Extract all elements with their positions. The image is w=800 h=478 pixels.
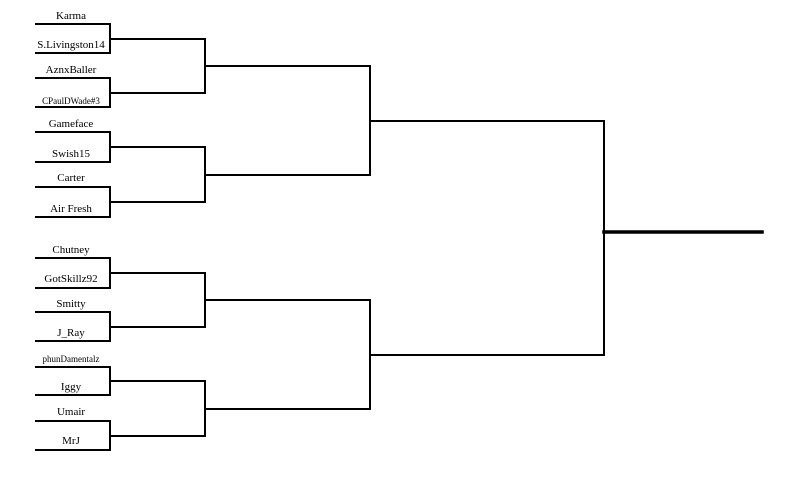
- entrant-12-label: J_Ray: [57, 327, 85, 339]
- entrant-8-label: Air Fresh: [50, 203, 92, 215]
- entrant-5-label: Gameface: [48, 118, 94, 130]
- entrant-16-label: MrJ: [62, 435, 80, 447]
- entrant-14-label: Iggy: [60, 381, 82, 393]
- entrant-3-label: AznxBaller: [45, 64, 97, 76]
- entrant-1-label: Karma: [56, 10, 86, 22]
- entrant-13-label: phunDamentalz: [42, 354, 100, 364]
- entrant-2-label: S.Livingston14: [37, 39, 105, 51]
- entrant-9-label: Chutney: [52, 244, 90, 256]
- entrant-7-label: Carter: [57, 172, 85, 184]
- entrant-10-label: GotSkillz92: [44, 273, 98, 285]
- entrant-6-label: Swish15: [52, 148, 90, 160]
- entrant-4-label: CPaulDWade#3: [42, 96, 100, 106]
- entrant-11-label: Smitty: [56, 298, 86, 310]
- entrant-15-label: Umair: [56, 406, 86, 418]
